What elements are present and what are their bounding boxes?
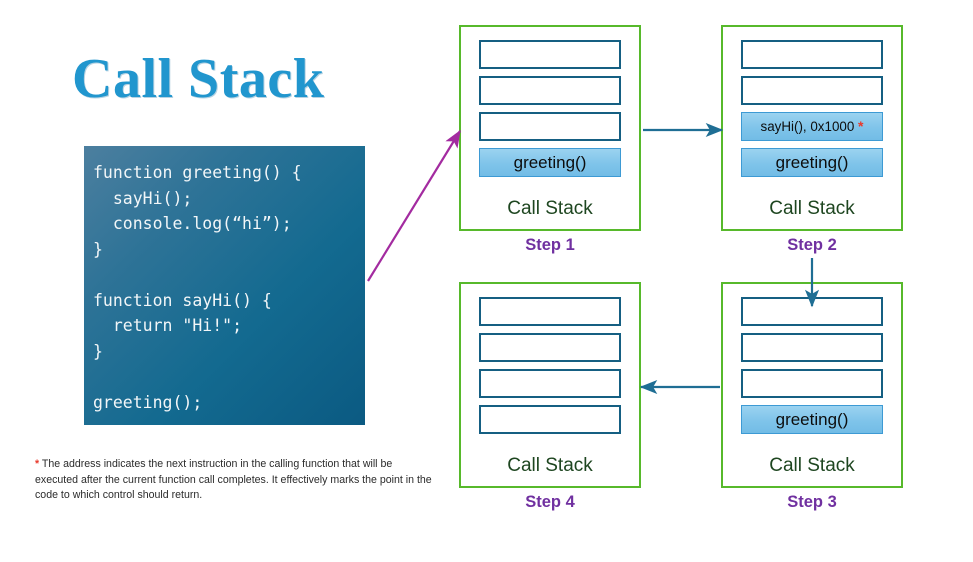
step-1-label: Step 1 — [525, 236, 575, 254]
step-1-slot-1 — [479, 76, 621, 105]
step-3-stack-caption: Call Stack — [769, 455, 855, 476]
step-3-slots: greeting() — [741, 297, 883, 441]
step-2-slot-2: sayHi(), 0x1000 * — [741, 112, 883, 141]
step-3-label: Step 3 — [787, 493, 837, 511]
code-block: function greeting() { sayHi(); console.l… — [84, 146, 365, 425]
step-2-slot-3: greeting() — [741, 148, 883, 177]
step-1-callstack-box: greeting() Call Stack — [459, 25, 641, 231]
step-4-callstack-box: Call Stack — [459, 282, 641, 488]
footnote: * The address indicates the next instruc… — [35, 457, 435, 504]
step-1-slot-3: greeting() — [479, 148, 621, 177]
code-snippet: function greeting() { sayHi(); console.l… — [93, 163, 302, 412]
footnote-text: The address indicates the next instructi… — [35, 458, 432, 502]
step-4-slots — [479, 297, 621, 441]
step-2-slot-0 — [741, 40, 883, 69]
step-1-slot-2 — [479, 112, 621, 141]
step-3-slot-3: greeting() — [741, 405, 883, 434]
step-2-stack-caption: Call Stack — [769, 198, 855, 219]
step-1-stack-caption: Call Stack — [507, 198, 593, 219]
step-4-label: Step 4 — [525, 493, 575, 511]
step-2-slot-2-text: sayHi(), 0x1000 — [760, 119, 855, 135]
step-4-slot-3 — [479, 405, 621, 434]
step-3-callstack-box: greeting() Call Stack — [721, 282, 903, 488]
arrow-code-to-step1 — [367, 129, 461, 282]
step-2-slots: sayHi(), 0x1000 * greeting() — [741, 40, 883, 184]
step-2-label: Step 2 — [787, 236, 837, 254]
footnote-asterisk-icon: * — [35, 458, 40, 470]
step-4-slot-0 — [479, 297, 621, 326]
step-2-slot-1 — [741, 76, 883, 105]
step-3-slot-1 — [741, 333, 883, 362]
step-1-slot-0 — [479, 40, 621, 69]
step-2-slot-2-label: sayHi(), 0x1000 * — [761, 119, 864, 133]
step-4-slot-2 — [479, 369, 621, 398]
step-3-slot-3-label: greeting() — [775, 410, 849, 429]
step-4-slot-1 — [479, 333, 621, 362]
step-4-stack-caption: Call Stack — [507, 455, 593, 476]
step-2-slot-2-asterisk-icon: * — [858, 118, 864, 135]
step-1-slots: greeting() — [479, 40, 621, 184]
step-3-slot-2 — [741, 369, 883, 398]
step-3-slot-0 — [741, 297, 883, 326]
page-title: Call Stack — [72, 48, 325, 110]
step-2-callstack-box: sayHi(), 0x1000 * greeting() Call Stack — [721, 25, 903, 231]
step-2-slot-3-label: greeting() — [775, 153, 849, 172]
step-1-slot-3-label: greeting() — [513, 153, 587, 172]
